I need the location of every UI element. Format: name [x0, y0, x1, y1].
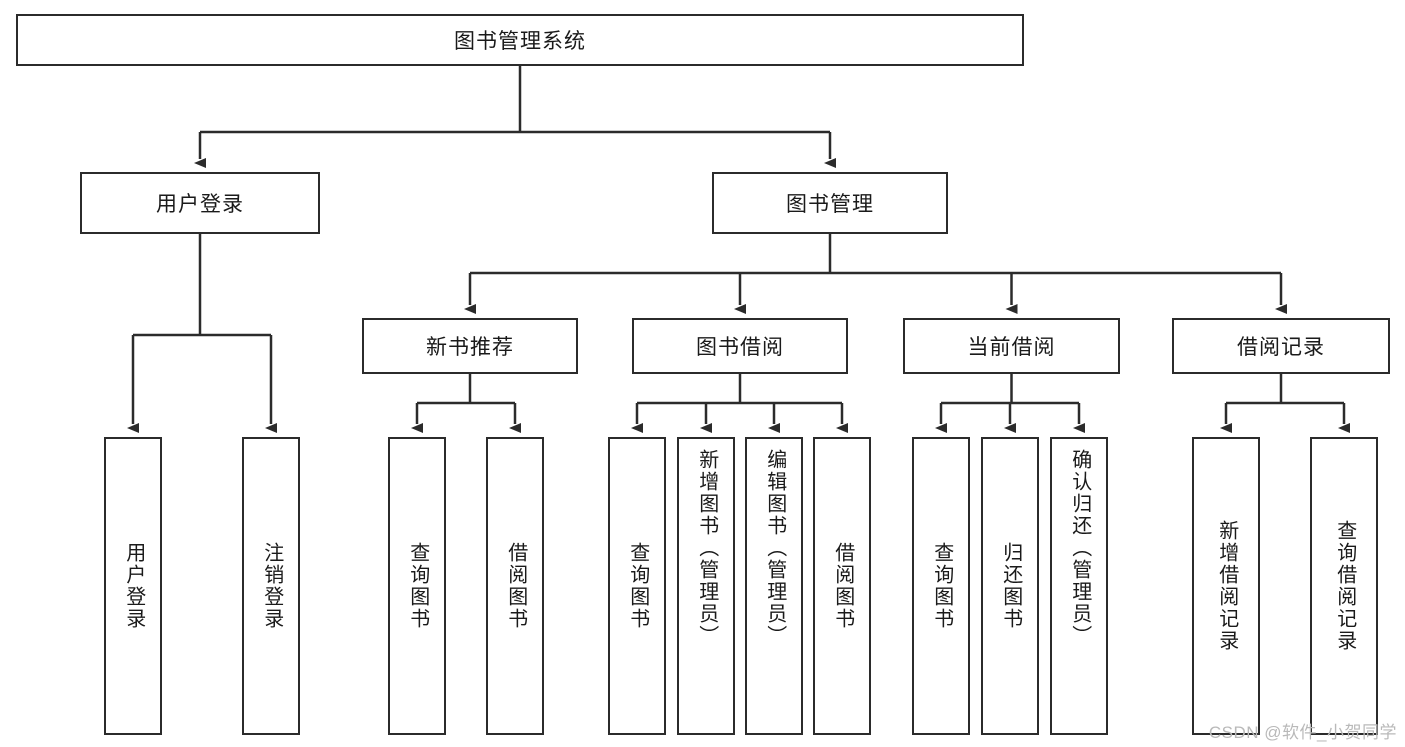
node-user-login-label: 用户登录 [156, 193, 244, 216]
node-leaf-add-record[interactable]: 新增借阅记录 [1192, 437, 1260, 735]
node-leaf-logout-label: 注销登录 [260, 542, 283, 630]
node-leaf-user-login-label: 用户登录 [122, 542, 145, 630]
node-leaf-edit-book-label: 编辑图书（管理员） [763, 449, 786, 647]
node-new-book-rec[interactable]: 新书推荐 [362, 318, 578, 374]
csdn-watermark: CSDN @软件_小贺同学 [1208, 723, 1397, 742]
node-leaf-query-book-3-label: 查询图书 [930, 542, 953, 630]
node-leaf-query-book-2[interactable]: 查询图书 [608, 437, 666, 735]
node-root-label: 图书管理系统 [454, 30, 586, 53]
node-current-borrow-label: 当前借阅 [967, 336, 1056, 359]
node-leaf-query-record[interactable]: 查询借阅记录 [1310, 437, 1378, 735]
node-borrow-record-label: 借阅记录 [1237, 336, 1325, 359]
node-book-borrow[interactable]: 图书借阅 [632, 318, 848, 374]
node-leaf-query-record-label: 查询借阅记录 [1333, 520, 1356, 652]
node-borrow-record[interactable]: 借阅记录 [1172, 318, 1390, 374]
node-leaf-return-book-label: 归还图书 [999, 542, 1022, 630]
node-leaf-return-book[interactable]: 归还图书 [981, 437, 1039, 735]
node-leaf-query-book-1-label: 查询图书 [406, 542, 429, 630]
node-leaf-borrow-book-2-label: 借阅图书 [831, 542, 854, 630]
node-leaf-query-book-2-label: 查询图书 [626, 542, 649, 630]
node-current-borrow[interactable]: 当前借阅 [903, 318, 1120, 374]
node-leaf-borrow-book-2[interactable]: 借阅图书 [813, 437, 871, 735]
node-leaf-query-book-3[interactable]: 查询图书 [912, 437, 970, 735]
node-root[interactable]: 图书管理系统 [16, 14, 1024, 66]
node-leaf-borrow-book-1[interactable]: 借阅图书 [486, 437, 544, 735]
node-leaf-add-record-label: 新增借阅记录 [1215, 520, 1238, 652]
node-user-login[interactable]: 用户登录 [80, 172, 320, 234]
node-leaf-query-book-1[interactable]: 查询图书 [388, 437, 446, 735]
node-leaf-confirm-return-label: 确认归还（管理员） [1068, 449, 1091, 647]
node-book-manage[interactable]: 图书管理 [712, 172, 948, 234]
node-book-manage-label: 图书管理 [786, 193, 874, 216]
node-leaf-edit-book[interactable]: 编辑图书（管理员） [745, 437, 803, 735]
node-leaf-add-book[interactable]: 新增图书（管理员） [677, 437, 735, 735]
node-leaf-add-book-label: 新增图书（管理员） [695, 449, 718, 647]
node-leaf-borrow-book-1-label: 借阅图书 [504, 542, 527, 630]
node-leaf-user-login[interactable]: 用户登录 [104, 437, 162, 735]
node-leaf-logout[interactable]: 注销登录 [242, 437, 300, 735]
node-new-book-rec-label: 新书推荐 [426, 336, 514, 359]
node-book-borrow-label: 图书借阅 [696, 336, 784, 359]
node-leaf-confirm-return[interactable]: 确认归还（管理员） [1050, 437, 1108, 735]
